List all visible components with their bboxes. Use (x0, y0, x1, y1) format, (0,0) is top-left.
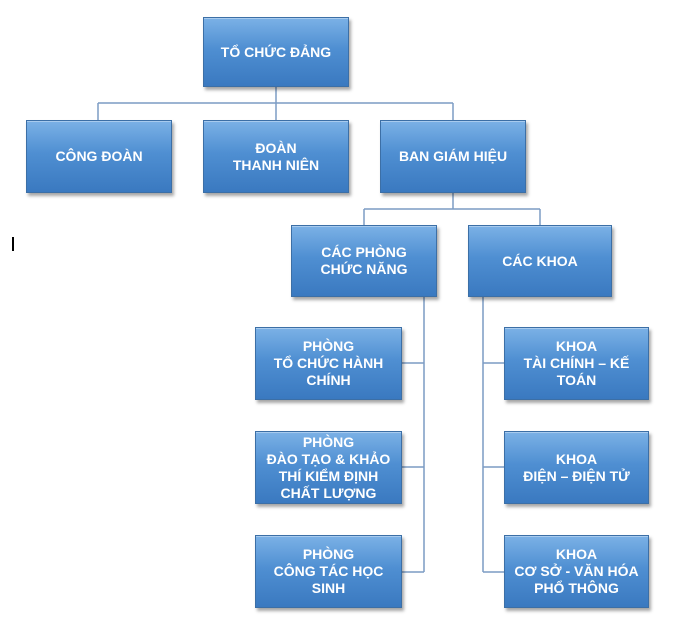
node-khoa-co-so-van-hoa-line-2: CƠ SỞ - VĂN HÓA (514, 563, 639, 579)
node-ban-giam-hieu-line-1: BAN GIÁM HIỆU (398, 148, 508, 164)
node-khoa-tai-chinh-ke-toan-line-1: KHOA (555, 338, 598, 354)
node-cac-khoa: CÁC KHOA (468, 225, 612, 297)
node-khoa-co-so-van-hoa-line-1: KHOA (555, 546, 598, 562)
node-phong-dao-tao-khao-thi-line-1: PHÒNG (302, 433, 355, 450)
node-phong-cong-tac-hoc-sinh-line-2: CÔNG TÁC HỌC (273, 563, 384, 579)
node-to-chuc-dang-line-1: TỔ CHỨC ĐẢNG (220, 43, 332, 60)
node-doan-thanh-nien-line-1: ĐOÀN (255, 139, 297, 156)
node-phong-dao-tao-khao-thi-line-3: THÍ KIỂM ĐỊNH (278, 467, 379, 484)
node-phong-cong-tac-hoc-sinh-line-3: SINH (311, 580, 346, 596)
node-phong-dao-tao-khao-thi-line-2: ĐÀO TẠO & KHẢO (266, 450, 391, 467)
node-phong-to-chuc-hanh-chinh-line-2: TỔ CHỨC HÀNH (273, 355, 384, 371)
node-khoa-tai-chinh-ke-toan-line-3: TOÁN (556, 372, 597, 388)
node-khoa-dien-dien-tu-line-2: ĐIỆN – ĐIỆN TỬ (523, 467, 630, 484)
node-phong-dao-tao-khao-thi-line-4: CHẤT LƯỢNG (280, 484, 377, 501)
node-ban-giam-hieu: BAN GIÁM HIỆU (380, 120, 526, 193)
node-cac-khoa-line-1: CÁC KHOA (502, 252, 578, 269)
node-khoa-dien-dien-tu-line-1: KHOA (555, 450, 598, 467)
text-cursor (12, 237, 14, 251)
node-phong-cong-tac-hoc-sinh-line-1: PHÒNG (302, 546, 355, 562)
node-cong-doan-line-1: CÔNG ĐOÀN (55, 148, 143, 164)
node-khoa-tai-chinh-ke-toan-line-2: TÀI CHÍNH – KẾ (523, 355, 630, 371)
node-doan-thanh-nien-line-2: THANH NIÊN (232, 156, 320, 173)
node-to-chuc-dang: TỔ CHỨC ĐẢNG (203, 17, 349, 87)
node-cac-phong-chuc-nang-line-2: CHỨC NĂNG (320, 261, 408, 277)
node-phong-to-chuc-hanh-chinh-line-3: CHÍNH (306, 372, 351, 388)
node-khoa-co-so-van-hoa-line-3: PHỔ THÔNG (534, 580, 619, 596)
node-cong-doan: CÔNG ĐOÀN (26, 120, 172, 193)
node-cac-phong-chuc-nang-line-1: CÁC PHÒNG (321, 244, 407, 260)
node-phong-to-chuc-hanh-chinh-line-1: PHÒNG (302, 338, 355, 354)
